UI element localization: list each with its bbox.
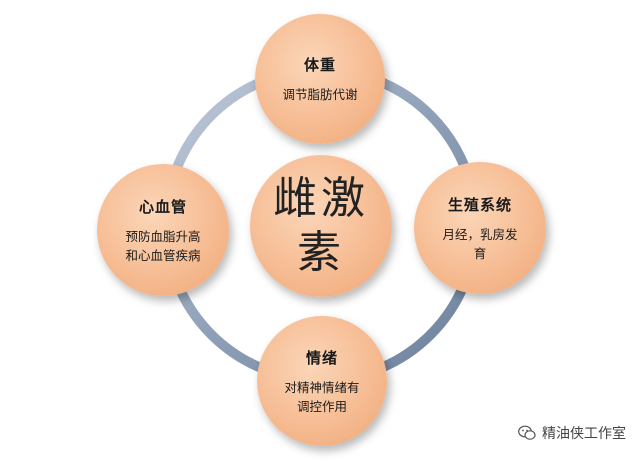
node-description-line: 对精神情绪有 xyxy=(284,379,360,395)
node-reproductive-system: 生殖系统 月经，乳房发 育 xyxy=(414,162,546,294)
node-description: 预防血脂升高 和心血管疾病 xyxy=(115,227,210,265)
node-description-line: 育 xyxy=(473,245,487,261)
node-description-line: 预防血脂升高 xyxy=(125,228,201,244)
node-description-line: 调控作用 xyxy=(296,398,347,414)
node-description-line: 和心血管疾病 xyxy=(125,247,201,263)
node-emotion: 情绪 对精神情绪有 调控作用 xyxy=(257,316,387,446)
node-title: 生殖系统 xyxy=(447,195,512,214)
node-description: 调节脂肪代谢 xyxy=(282,87,358,102)
node-description: 对精神情绪有 调控作用 xyxy=(274,378,369,416)
node-title: 心血管 xyxy=(138,197,187,216)
node-title: 体重 xyxy=(303,56,336,74)
center-node-estrogen: 雌激 素 xyxy=(250,155,392,297)
node-description-line: 月经，乳房发 xyxy=(442,226,518,242)
node-body-weight: 体重 调节脂肪代谢 xyxy=(255,14,385,144)
center-label-line: 素 xyxy=(297,227,345,278)
watermark-text: 精油侠工作室 xyxy=(542,426,626,442)
wechat-icon xyxy=(518,425,536,440)
center-label-line: 雌激 xyxy=(273,173,369,224)
node-cardiovascular: 心血管 预防血脂升高 和心血管疾病 xyxy=(97,164,229,296)
node-description: 月经，乳房发 育 xyxy=(432,225,527,263)
watermark: 精油侠工作室 xyxy=(518,423,626,443)
node-title: 情绪 xyxy=(305,348,338,367)
